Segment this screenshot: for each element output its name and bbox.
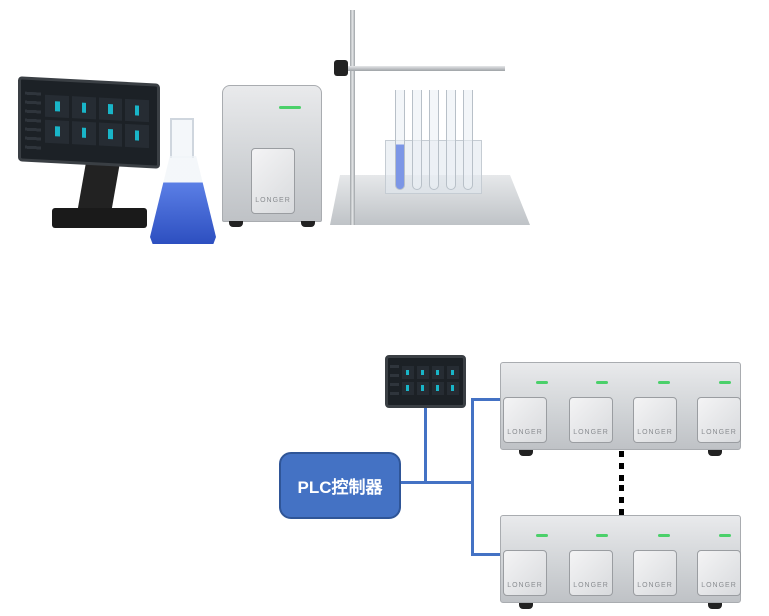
- connector-bus: [471, 398, 474, 555]
- connector-plc: [401, 481, 473, 484]
- touchscreen-controller: [18, 76, 160, 169]
- connector-hmi: [424, 408, 427, 483]
- erlenmeyer-flask: [148, 118, 218, 246]
- connector-pump-n: [471, 553, 501, 556]
- tablet-stand: [52, 160, 147, 230]
- pump-head: LONGER: [251, 148, 295, 214]
- hmi-touchscreen: [385, 355, 466, 408]
- peristaltic-pump: LONGER: [222, 85, 322, 227]
- connector-pump-1: [471, 398, 501, 401]
- fraction-collector: [330, 10, 530, 230]
- plc-controller-label: PLC控制器: [297, 478, 383, 497]
- plc-controller-box: PLC控制器: [279, 452, 401, 519]
- multichannel-pump-1: LONGER LONGER LONGER LONGER: [500, 362, 741, 456]
- multichannel-pump-n: LONGER LONGER LONGER LONGER: [500, 515, 741, 609]
